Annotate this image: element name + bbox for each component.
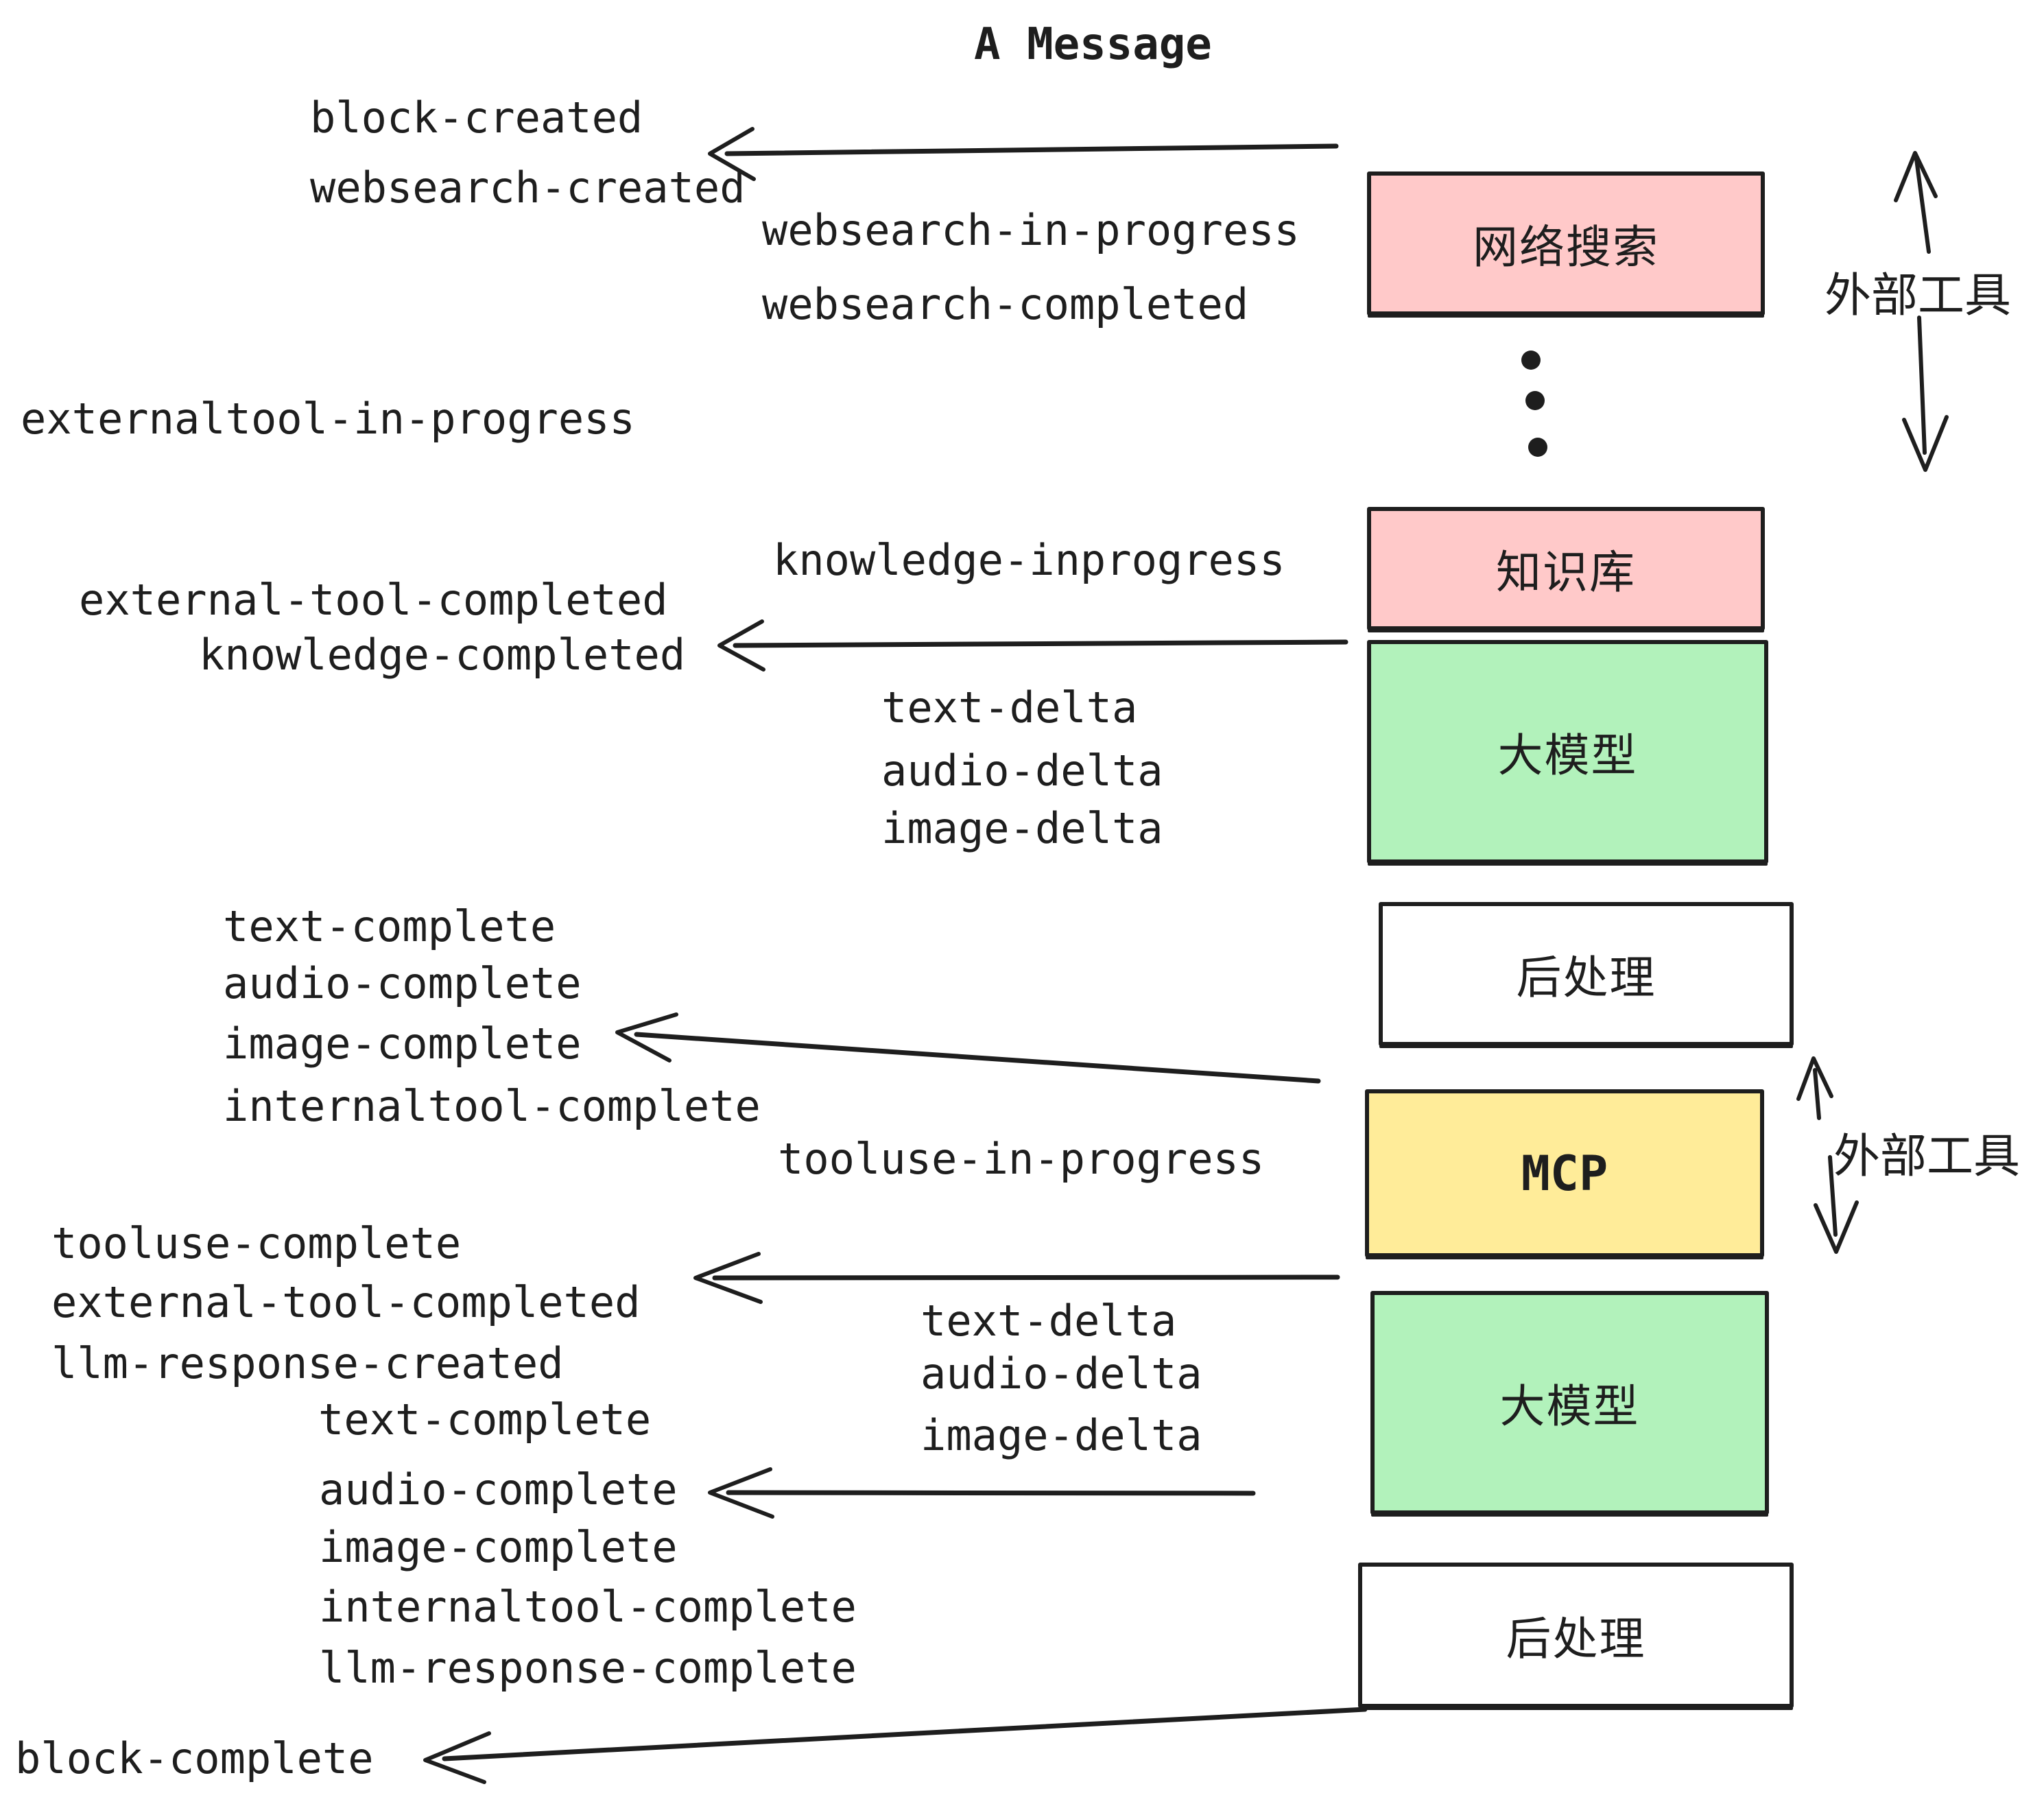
event-audio-delta-1: audio-delta bbox=[881, 746, 1163, 796]
event-text-complete-1: text-complete bbox=[223, 901, 556, 951]
event-internaltool-complete-2: internaltool-complete bbox=[319, 1582, 857, 1632]
box-llm-1: 大模型 bbox=[1367, 640, 1768, 864]
event-websearch-created: websearch-created bbox=[310, 163, 746, 213]
box-websearch: 网络搜索 bbox=[1367, 171, 1765, 316]
box-llm-1-label: 大模型 bbox=[1497, 729, 1638, 782]
event-text-delta-1: text-delta bbox=[881, 683, 1138, 733]
event-llm-response-created: llm-response-created bbox=[51, 1338, 564, 1388]
box-mcp-label: MCP bbox=[1521, 1145, 1608, 1202]
box-postprocess-2-label: 后处理 bbox=[1506, 1613, 1646, 1665]
box-postprocess-2: 后处理 bbox=[1358, 1563, 1794, 1708]
event-websearch-completed: websearch-completed bbox=[762, 279, 1249, 329]
box-llm-2: 大模型 bbox=[1370, 1291, 1769, 1515]
box-mcp: MCP bbox=[1365, 1089, 1764, 1257]
event-image-complete-2: image-complete bbox=[319, 1522, 678, 1572]
event-tooluse-complete: tooluse-complete bbox=[51, 1218, 462, 1268]
event-externaltool-in-progress: externaltool-in-progress bbox=[21, 394, 635, 444]
event-text-complete-2: text-complete bbox=[318, 1394, 652, 1445]
arrow-tooluse-complete bbox=[693, 1252, 1340, 1304]
event-audio-complete-2: audio-complete bbox=[319, 1464, 678, 1515]
arrow-knowledge-completed bbox=[717, 619, 1348, 672]
event-websearch-in-progress: websearch-in-progress bbox=[762, 205, 1300, 255]
event-tooluse-in-progress: tooluse-in-progress bbox=[778, 1134, 1265, 1184]
event-text-delta-2: text-delta bbox=[920, 1296, 1177, 1346]
event-external-tool-completed-2: external-tool-completed bbox=[51, 1277, 641, 1327]
box-llm-2-label: 大模型 bbox=[1499, 1380, 1640, 1433]
box-postprocess-1: 后处理 bbox=[1379, 902, 1794, 1046]
box-knowledge: 知识库 bbox=[1367, 507, 1765, 630]
external-tools-up-arrow bbox=[1894, 151, 1938, 254]
event-knowledge-inprogress: knowledge-inprogress bbox=[773, 535, 1285, 585]
arrow-llm-complete bbox=[708, 1467, 1256, 1519]
ellipsis-dots bbox=[1521, 351, 1547, 457]
event-external-tool-completed-1: external-tool-completed bbox=[79, 575, 668, 625]
external-tools-label-top: 外部工具 bbox=[1825, 269, 2012, 323]
event-llm-response-complete: llm-response-complete bbox=[319, 1643, 857, 1693]
arrow-internal-complete bbox=[615, 1012, 1321, 1084]
event-image-delta-2: image-delta bbox=[920, 1410, 1202, 1460]
event-knowledge-completed: knowledge-completed bbox=[199, 630, 686, 680]
external-tools-down-arrow bbox=[1902, 316, 1949, 472]
box-websearch-label: 网络搜索 bbox=[1473, 221, 1659, 274]
event-block-complete: block-complete bbox=[15, 1733, 374, 1783]
event-audio-complete-1: audio-complete bbox=[223, 958, 582, 1008]
event-block-created: block-created bbox=[310, 93, 643, 143]
event-audio-delta-2: audio-delta bbox=[920, 1349, 1202, 1399]
mcp-external-tools-up-arrow bbox=[1796, 1056, 1833, 1120]
event-internaltool-complete-1: internaltool-complete bbox=[223, 1081, 761, 1131]
arrow-block-created bbox=[708, 127, 1339, 181]
external-tools-label-mcp: 外部工具 bbox=[1833, 1130, 2021, 1184]
box-postprocess-1-label: 后处理 bbox=[1516, 951, 1656, 1004]
box-knowledge-label: 知识库 bbox=[1496, 546, 1636, 599]
arrow-block-complete bbox=[423, 1707, 1368, 1784]
event-image-complete-1: image-complete bbox=[223, 1019, 582, 1069]
diagram-title: A Message bbox=[974, 19, 1212, 70]
event-image-delta-1: image-delta bbox=[881, 803, 1163, 853]
